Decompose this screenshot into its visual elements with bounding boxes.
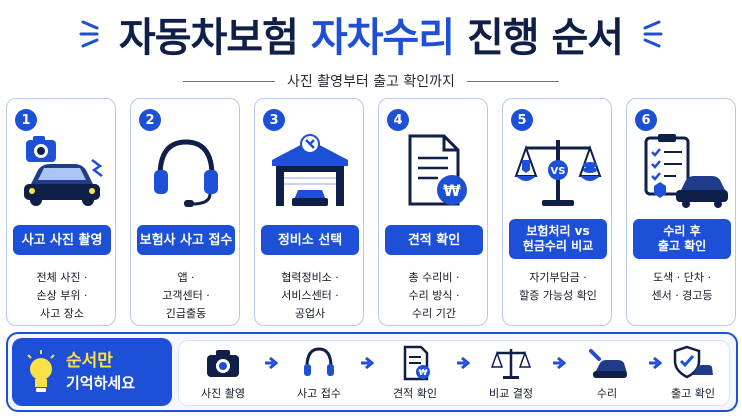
step-card-3: 3 정비소 선택 협력정비소 · 서비스센터 · 공업사 [254, 98, 364, 326]
step-desc: 전체 사진 · 손상 부위 · 사고 장소 [9, 269, 115, 323]
step-label: 견적 확인 [385, 225, 483, 255]
label-line: 보험처리 vs [526, 224, 590, 238]
desc-line: 사고 장소 [40, 307, 84, 320]
step-number: 4 [387, 109, 409, 131]
step-desc: 앱 · 고객센터 · 긴급출동 [133, 269, 239, 323]
page-title: 자동차보험 자차수리 진행 순서 [118, 5, 624, 63]
checklist-car-icon [633, 129, 731, 211]
camera-crashed-car-icon [13, 129, 111, 211]
desc-line: 자기부담금 · [529, 271, 587, 284]
arrow-right-icon [553, 356, 567, 370]
arrow-right-icon [457, 356, 471, 370]
label-line: 현금수리 비교 [522, 239, 594, 253]
flow-step-3: ₩ 견적 확인 [379, 345, 451, 405]
camera-icon [207, 350, 239, 377]
desc-line: 전체 사진 · [36, 271, 88, 284]
arrow-right-icon [361, 356, 375, 370]
document-icon: ₩ [403, 345, 430, 381]
estimate-document-icon: ₩ [385, 129, 483, 211]
subtitle: 사진 촬영부터 출고 확인까지 [287, 74, 455, 90]
desc-line: 할증 가능성 확인 [519, 289, 597, 302]
desc-line: 도색 · 단차 · [653, 271, 711, 284]
desc-line: 서비스센터 · [281, 289, 339, 302]
step-number: 5 [511, 109, 533, 131]
flow-label: 비교 결정 [489, 387, 533, 400]
step-number: 2 [139, 109, 161, 131]
wrench-car-icon [589, 349, 627, 378]
title-part2: 자차수리 [310, 15, 455, 61]
header: 자동차보험 자차수리 진행 순서 [0, 4, 742, 64]
flow-label: 수리 [596, 387, 618, 400]
desc-line: 수리 방식 · [408, 289, 460, 302]
step-label: 정비소 선택 [261, 225, 359, 255]
step-label: 보험처리 vs 현금수리 비교 [509, 219, 607, 259]
spark-right-icon [643, 20, 663, 48]
step-desc: 도색 · 단차 · 센서 · 경고등 [629, 269, 735, 305]
step-card-6: 6 수리 후 출고 확인 도색 · 단차 · 센서 · 경 [626, 98, 736, 326]
arrow-right-icon [649, 356, 663, 370]
label-line: 출고 확인 [657, 239, 707, 253]
step-label: 수리 후 출고 확인 [633, 219, 731, 259]
svg-text:VS: VS [551, 166, 566, 177]
headset-icon [304, 347, 334, 376]
step-label: 사고 사진 촬영 [13, 225, 111, 255]
subtitle-row: 사진 촬영부터 출고 확인까지 [0, 70, 742, 92]
step-number: 3 [263, 109, 285, 131]
step-cards: 1 사고 사진 촬영 전체 사진 · 손상 부위 · 사고 장소 2 [6, 98, 738, 326]
arrow-right-icon [265, 356, 279, 370]
repair-shop-icon [261, 129, 359, 211]
lightbulb-icon [27, 350, 55, 392]
summary-callout: 순서만 기억하세요 [12, 338, 172, 406]
step-desc: 자기부담금 · 할증 가능성 확인 [505, 269, 611, 305]
subtitle-divider-left [183, 80, 276, 82]
shield-car-icon [673, 345, 713, 379]
title-part3: 진행 순서 [466, 15, 624, 61]
flow-label: 출고 확인 [671, 387, 715, 400]
summary-text: 순서만 기억하세요 [66, 350, 135, 394]
step-label: 보험사 사고 접수 [137, 225, 235, 255]
step-number: 1 [15, 109, 37, 131]
summary-line1: 순서만 [66, 351, 113, 371]
svg-text:₩: ₩ [419, 368, 428, 377]
flow-label: 사고 접수 [297, 387, 341, 400]
desc-line: 앱 · [177, 271, 195, 284]
flow-label: 사진 촬영 [201, 387, 245, 400]
flow-label: 견적 확인 [393, 387, 437, 400]
svg-text:₩: ₩ [443, 181, 461, 200]
subtitle-divider-right [466, 80, 559, 82]
desc-line: 공업사 [294, 307, 326, 320]
desc-line: 총 수리비 · [408, 271, 460, 284]
spark-left-icon [79, 20, 99, 48]
desc-line: 긴급출동 [165, 307, 207, 320]
summary-line2: 기억하세요 [66, 374, 136, 392]
step-card-1: 1 사고 사진 촬영 전체 사진 · 손상 부위 · 사고 장소 [6, 98, 116, 326]
step-card-2: 2 보험사 사고 접수 앱 · 고객센터 · 긴급출동 [130, 98, 240, 326]
title-part1: 자동차보험 [118, 15, 299, 61]
desc-line: 수리 기간 [412, 307, 456, 320]
step-desc: 협력정비소 · 서비스센터 · 공업사 [257, 269, 363, 323]
summary-flow: 사진 촬영 사고 접수 ₩ 견적 확인 [178, 340, 730, 406]
desc-line: 손상 부위 · [36, 289, 88, 302]
flow-step-4: 비교 결정 [475, 345, 547, 405]
flow-step-6: 출고 확인 [657, 345, 729, 405]
step-card-4: 4 ₩ 견적 확인 총 수리비 · 수리 방식 · 수리 기간 [378, 98, 488, 326]
balance-scale-icon: VS [509, 129, 607, 211]
scale-icon [491, 349, 531, 379]
summary-panel: 순서만 기억하세요 사진 촬영 사고 접수 [6, 332, 738, 412]
step-desc: 총 수리비 · 수리 방식 · 수리 기간 [381, 269, 487, 323]
desc-line: 협력정비소 · [281, 271, 339, 284]
step-card-5: 5 VS 보험처리 vs 현금수리 비교 자기부담금 · 할 [502, 98, 612, 326]
flow-step-5: 수리 [571, 345, 643, 405]
step-number: 6 [635, 109, 657, 131]
desc-line: 센서 · 경고등 [651, 289, 713, 302]
flow-step-1: 사진 촬영 [187, 345, 259, 405]
desc-line: 고객센터 · [162, 289, 210, 302]
headset-icon [137, 129, 235, 211]
flow-step-2: 사고 접수 [283, 345, 355, 405]
label-line: 수리 후 [663, 224, 701, 238]
